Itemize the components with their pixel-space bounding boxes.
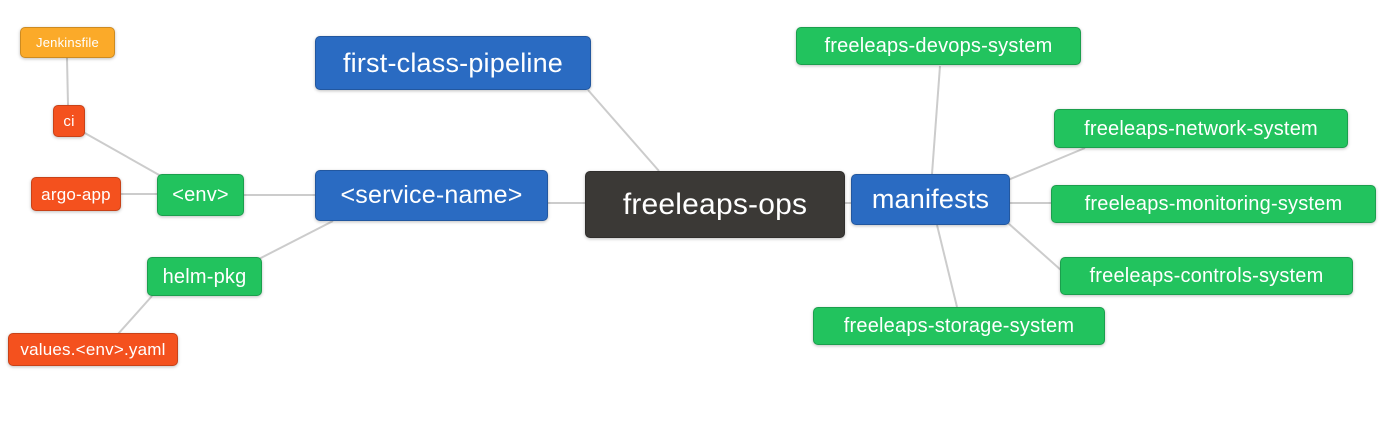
node-freeleaps-controls-system[interactable]: freeleaps-controls-system <box>1060 257 1353 295</box>
node-first-class-pipeline[interactable]: first-class-pipeline <box>315 36 591 90</box>
node-manifests[interactable]: manifests <box>851 174 1010 225</box>
edge-jenkinsfile-to-ci <box>66 57 69 106</box>
node-freeleaps-ops[interactable]: freeleaps-ops <box>585 171 845 238</box>
node-jenkinsfile[interactable]: Jenkinsfile <box>20 27 115 58</box>
node-freeleaps-storage-system[interactable]: freeleaps-storage-system <box>813 307 1105 345</box>
edge-manifests-to-devops-system <box>931 65 941 175</box>
node-freeleaps-devops-system[interactable]: freeleaps-devops-system <box>796 27 1081 65</box>
node-values-env-yaml[interactable]: values.<env>.yaml <box>8 333 178 366</box>
node-helm-pkg[interactable]: helm-pkg <box>147 257 262 296</box>
edge-ci-to-env <box>82 131 169 181</box>
node-service-name[interactable]: <service-name> <box>315 170 548 221</box>
edge-manifests-to-storage-system <box>936 224 958 308</box>
edge-manifests-to-controls-system <box>1007 222 1063 272</box>
edge-manifests-to-network-system <box>1007 147 1086 181</box>
node-argo-app[interactable]: argo-app <box>31 177 121 211</box>
edge-first-class-pipeline-to-freeleaps-ops <box>587 89 660 172</box>
node-ci[interactable]: ci <box>53 105 85 137</box>
edge-helm-pkg-to-values-env-yaml <box>117 295 153 335</box>
edge-service-name-to-helm-pkg <box>252 220 334 263</box>
node-freeleaps-network-system[interactable]: freeleaps-network-system <box>1054 109 1348 148</box>
node-env[interactable]: <env> <box>157 174 244 216</box>
node-freeleaps-monitoring-system[interactable]: freeleaps-monitoring-system <box>1051 185 1376 223</box>
